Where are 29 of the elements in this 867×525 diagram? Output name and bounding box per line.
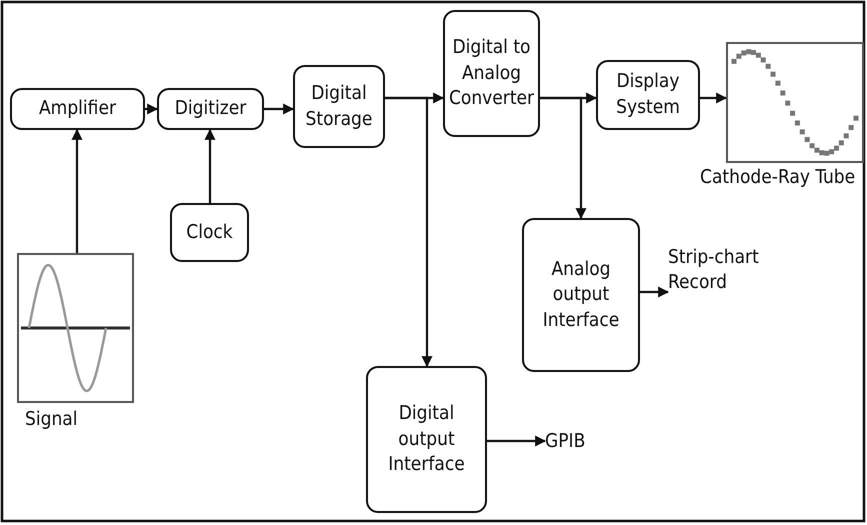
arrow	[72, 128, 82, 253]
output-label: Strip-chart Record	[668, 243, 788, 297]
box-text: Clock	[185, 220, 234, 245]
box-text: Amplifier	[38, 96, 117, 122]
process-box	[443, 10, 540, 137]
box-text: Digital to Analog Converter	[448, 35, 536, 112]
process-box	[170, 203, 249, 262]
box-text: Digital output Interface	[387, 401, 466, 478]
arrow	[204, 128, 216, 203]
arrow	[700, 92, 728, 104]
arrow	[264, 104, 294, 114]
output-label: GPIB	[545, 427, 605, 455]
box-text: Analog output Interface	[542, 256, 620, 333]
box-text: Digital Storage	[304, 80, 374, 132]
process-box	[157, 88, 264, 130]
arrow	[487, 436, 546, 446]
process-box	[293, 65, 385, 148]
process-box	[596, 60, 700, 130]
process-box	[522, 218, 640, 372]
arrow	[385, 96, 432, 368]
arrow	[640, 286, 670, 298]
box-text: Digitizer	[174, 96, 248, 122]
caption-text: Cathode-Ray Tube	[700, 166, 856, 188]
arrow	[145, 104, 158, 114]
process-box	[10, 88, 145, 130]
arrow	[540, 96, 586, 220]
caption-text: Signal	[25, 408, 78, 430]
box-text: Display System	[615, 69, 681, 120]
process-box	[366, 366, 487, 513]
